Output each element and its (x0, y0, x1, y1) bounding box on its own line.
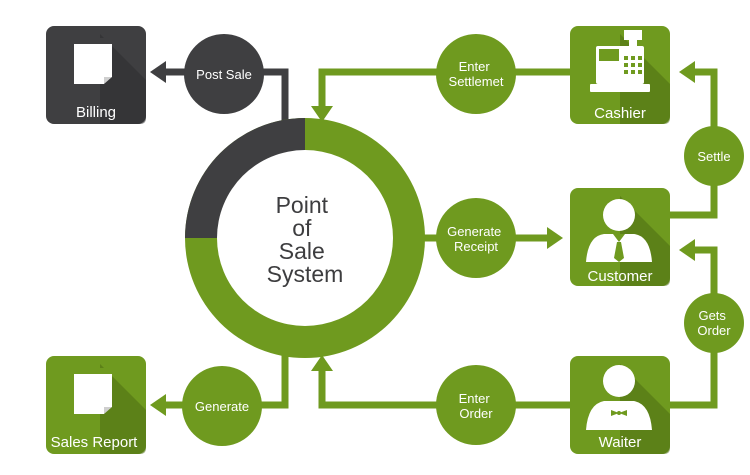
node-cashier: Cashier (570, 26, 670, 124)
node-billing: Billing (46, 26, 146, 124)
arrow-to-center-bottom (311, 355, 333, 371)
svg-text:Gets Order: Gets Order (697, 308, 731, 338)
connector-label-post-sale: Post Sale (184, 34, 264, 114)
arrow-to-billing (150, 61, 166, 83)
svg-text:Enter Order: Enter Order (459, 391, 494, 421)
connector-label-gets-order: Gets Order (684, 293, 744, 353)
connector-label-enter-settlement: Enter Settlemet (436, 34, 516, 114)
node-customer: Customer (570, 188, 670, 286)
svg-text:Billing: Billing (76, 104, 116, 121)
svg-text:Customer: Customer (587, 268, 652, 285)
arrow-to-customer (547, 227, 563, 249)
svg-text:Waiter: Waiter (599, 434, 642, 451)
connector-label-settle: Settle (684, 126, 744, 186)
hub-inner (217, 150, 393, 326)
svg-text:Post Sale: Post Sale (196, 67, 252, 82)
svg-text:Settle: Settle (697, 149, 730, 164)
connector-label-enter-order: Enter Order (436, 365, 516, 445)
svg-text:Generate: Generate (195, 399, 249, 414)
node-sales-report: Sales Report (46, 356, 146, 454)
center-hub: Point of Sale System (185, 118, 425, 358)
document-icon (74, 368, 112, 414)
arrow-to-center-top (311, 106, 333, 122)
svg-text:Enter Settlemet: Enter Settlemet (449, 59, 504, 89)
waiter-icon (586, 365, 652, 430)
arrow-to-cashier (679, 61, 695, 83)
svg-text:Cashier: Cashier (594, 105, 646, 122)
svg-text:Sales Report: Sales Report (51, 434, 139, 451)
hub-title: Point of Sale System (267, 192, 344, 287)
arrow-to-sales-report (150, 394, 166, 416)
connector-label-generate: Generate (182, 366, 262, 446)
document-icon (74, 38, 112, 84)
customer-icon (586, 199, 652, 262)
arrow-to-customer-right (679, 239, 695, 261)
cash-register-icon (590, 30, 650, 92)
node-waiter: Waiter (570, 356, 670, 454)
svg-text:Generate Receipt: Generate Receipt (447, 224, 505, 254)
connector-label-generate-receipt: Generate Receipt (436, 198, 516, 278)
